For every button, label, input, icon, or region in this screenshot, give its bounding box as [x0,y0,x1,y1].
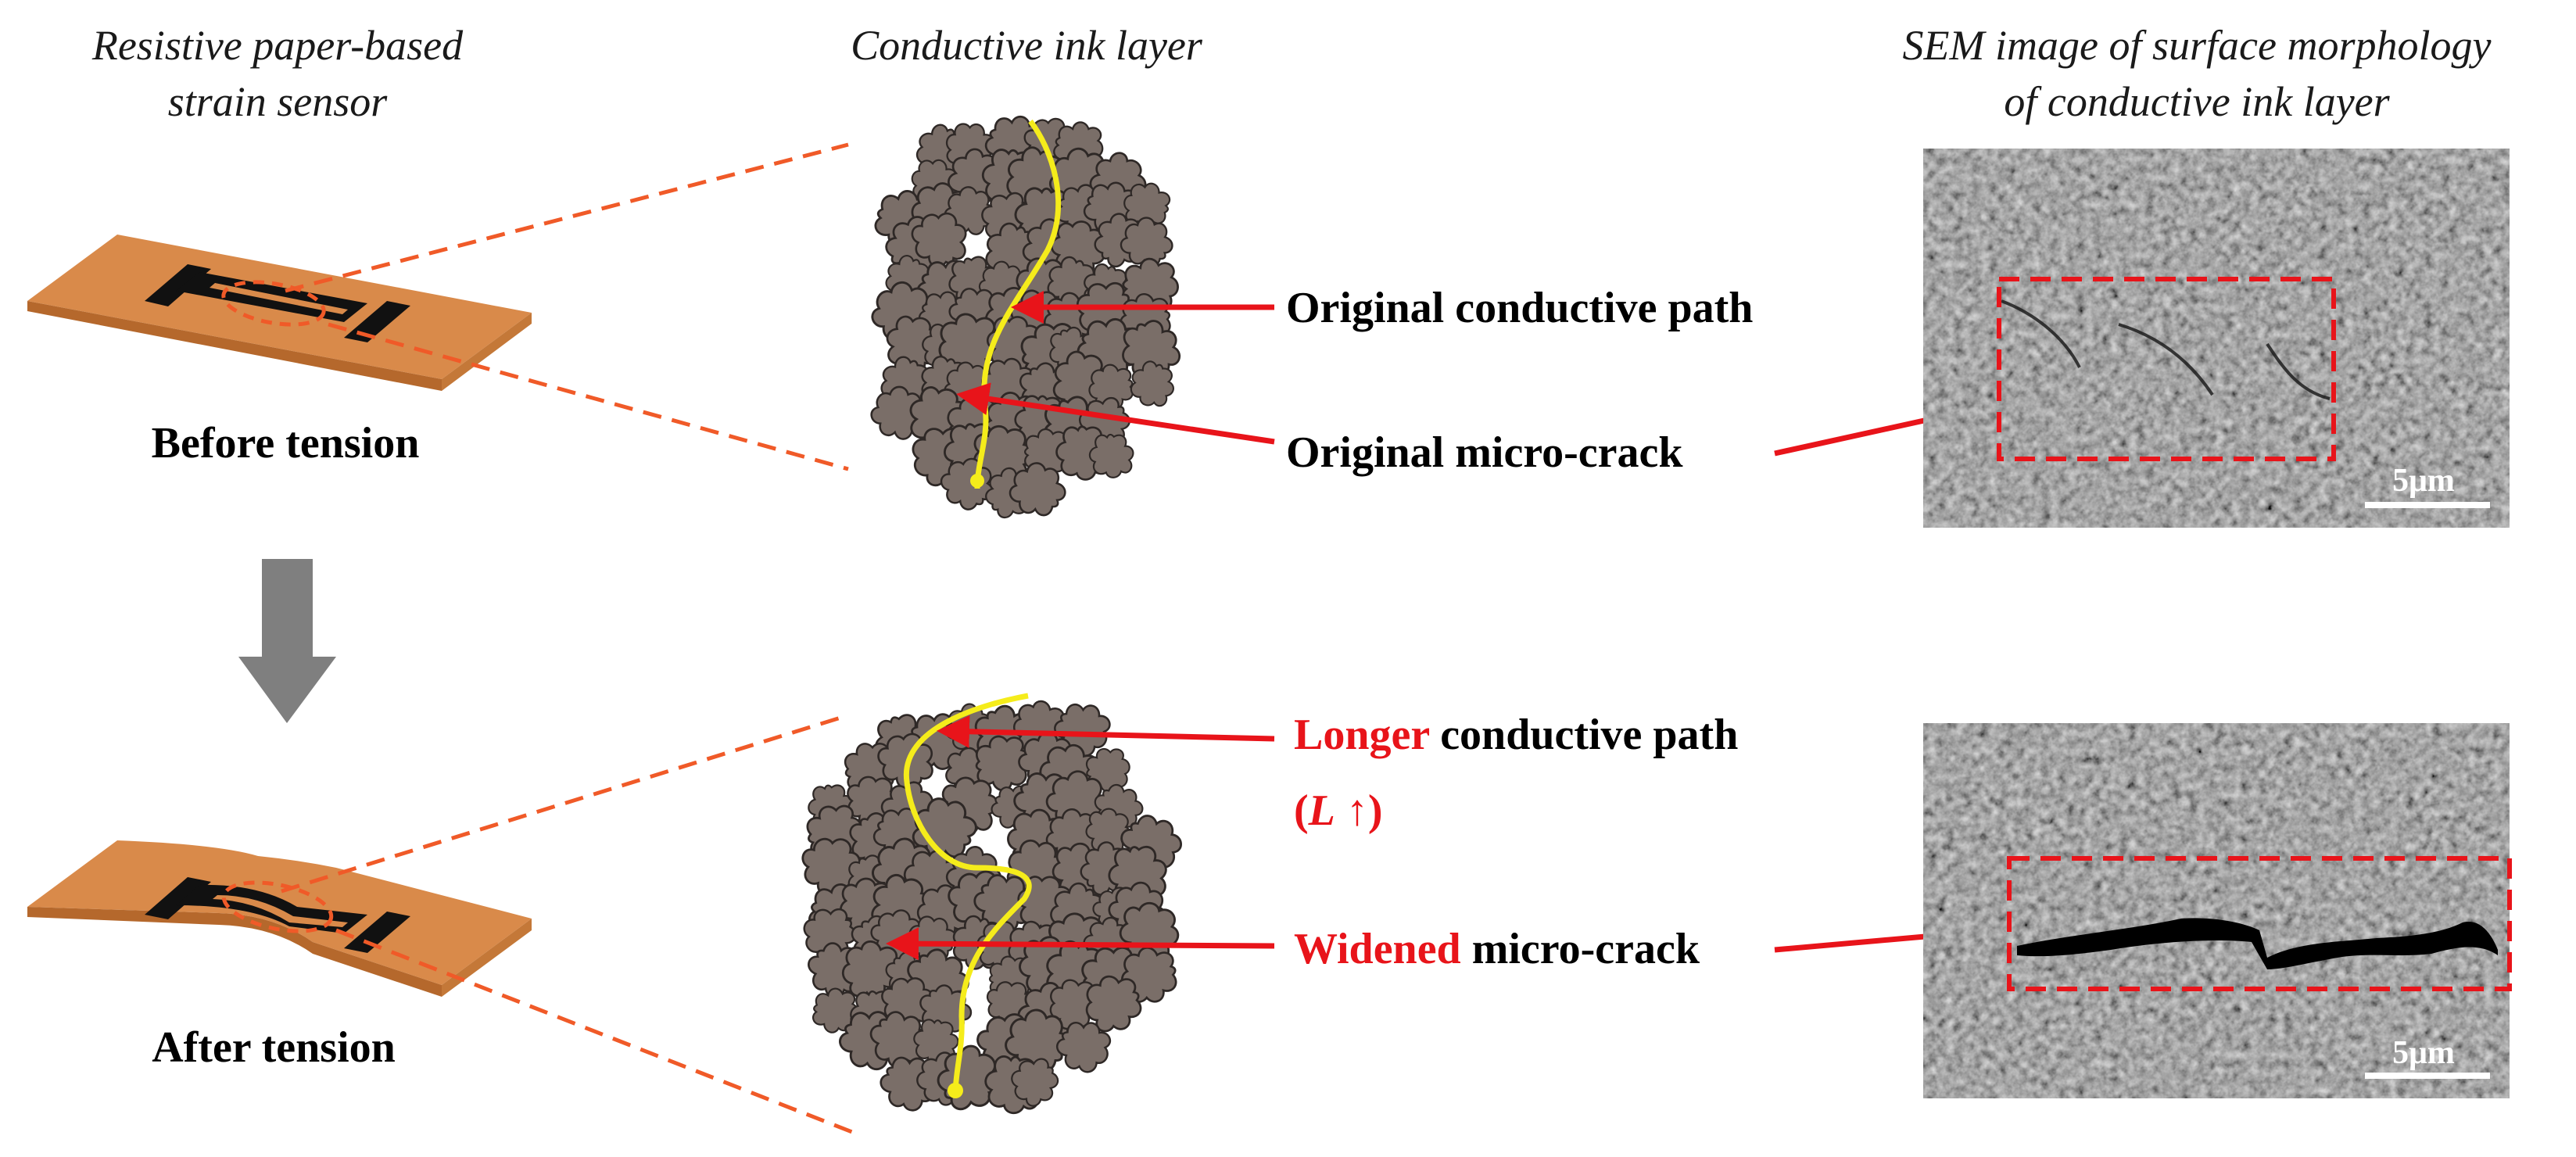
path-endpoint-after [948,1083,963,1098]
original-crack-label: Original micro-crack [1286,428,1683,477]
after-tension-label: After tension [152,1023,396,1072]
zoom-line-after-top [281,713,849,894]
down-arrow-icon [238,559,336,723]
left-heading-line2: strain sensor [168,78,389,125]
middle-heading: Conductive ink layer [851,22,1203,69]
sem-image-after: 5μm [1923,723,2512,1098]
sensor-after-illustration [27,840,532,997]
length-open: ( [1294,786,1309,835]
widened-crack-label: Widened micro-crack [1294,925,1700,973]
longer-conductive-path-line [903,693,1032,1095]
widened-word: Widened [1294,925,1461,973]
scale-bar-bottom [2365,1073,2490,1079]
length-increase-label: (L ↑) [1294,786,1383,835]
arrow-widened-crack [886,927,1275,961]
scale-bar-label-top: 5μm [2392,463,2455,499]
longer-word: Longer [1294,711,1429,759]
right-heading-line1: SEM image of surface morphology [1903,22,2492,69]
ink-layer-before [862,105,1185,527]
right-heading-line2: of conductive ink layer [2004,78,2390,125]
arrow-original-crack [956,382,1275,445]
left-heading-line1: Resistive paper-based [91,22,464,69]
before-tension-label: Before tension [152,419,420,467]
widened-crack-shape [2017,918,2498,969]
sensor-before-illustration [27,235,532,391]
arrow-longer-path [937,715,1275,748]
length-arrow: ↑) [1335,786,1383,835]
original-conductive-path-line [974,119,1062,489]
zoom-line-before-top [285,142,849,293]
length-symbol: L [1308,786,1335,835]
sem-roi-box-top [1997,277,2336,461]
longer-path-label: Longer conductive path [1294,711,1738,759]
path-endpoint-before [970,474,984,488]
scale-bar-top [2365,502,2490,508]
scale-bar-label-bottom: 5μm [2392,1035,2455,1071]
zoom-line-before-bottom [328,322,849,471]
ink-layer-after [796,693,1191,1122]
zoom-line-after-bottom [335,928,857,1136]
longer-rest: conductive path [1429,711,1738,759]
sem-image-before: 5μm [1923,149,2510,528]
widened-rest: micro-crack [1461,925,1700,973]
original-path-label: Original conductive path [1286,284,1753,332]
sem-roi-box-bottom [2007,856,2512,991]
